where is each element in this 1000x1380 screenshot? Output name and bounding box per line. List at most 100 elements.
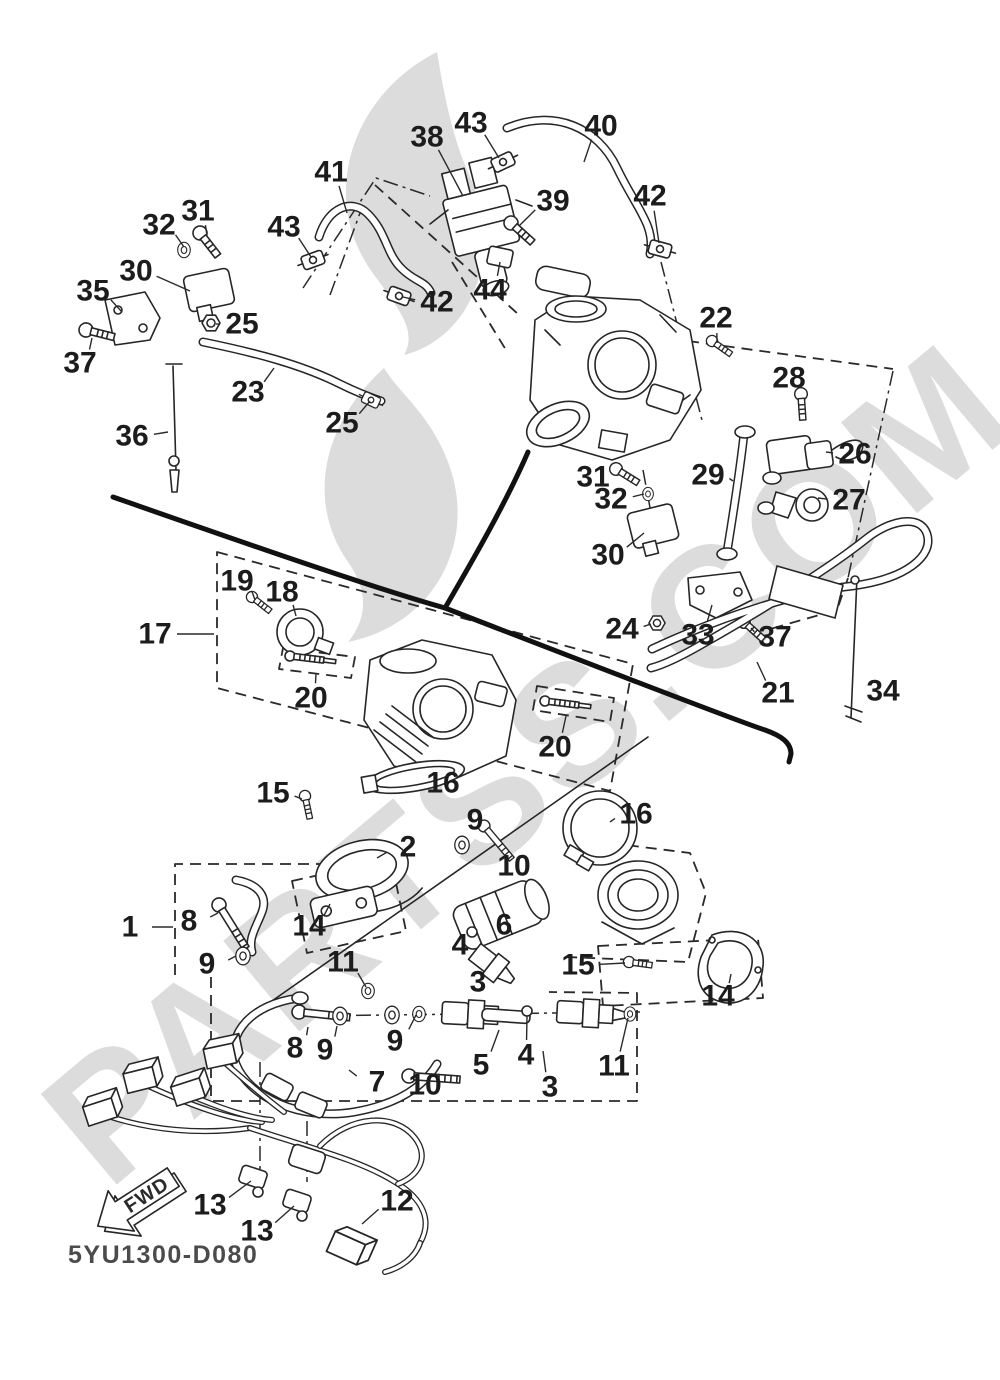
part-washer-9-left <box>235 946 251 966</box>
part-oring-4-top <box>466 926 478 938</box>
part-clamp-16-left <box>360 759 466 795</box>
callout-41: 41 <box>314 156 347 189</box>
leader-line-24 <box>643 623 652 628</box>
part-fitting-44 <box>486 245 592 299</box>
leader-line-12 <box>361 1208 380 1225</box>
leader-line-21 <box>756 661 767 681</box>
watermark-flame-upper <box>345 52 484 355</box>
leader-line-36 <box>153 431 169 436</box>
leader-line-2 <box>376 851 388 859</box>
callout-8: 8 <box>181 905 198 938</box>
group-boxes <box>174 177 894 1182</box>
callout-19: 19 <box>220 565 253 598</box>
leader-line-11 <box>619 1017 629 1052</box>
leader-line-13 <box>228 1180 252 1198</box>
leader-line-32 <box>632 493 645 498</box>
leader-line-15 <box>599 962 626 966</box>
part-holder-14-left <box>309 885 378 929</box>
leader-line-31 <box>204 225 208 237</box>
callout-30: 30 <box>591 539 624 572</box>
leader-line-9 <box>408 1014 417 1030</box>
callout-26: 26 <box>838 438 871 471</box>
part-bracket-33 <box>687 571 753 619</box>
part-washer-32-right <box>642 486 654 502</box>
leader-line-29 <box>728 477 734 482</box>
part-gasket-14-right <box>697 930 764 1004</box>
callout-9: 9 <box>467 804 484 837</box>
callout-34: 34 <box>866 675 900 708</box>
callout-40: 40 <box>584 110 617 143</box>
callout-38: 38 <box>410 121 443 154</box>
callout-9: 9 <box>317 1034 334 1067</box>
part-hose-23 <box>198 337 386 406</box>
callout-17: 17 <box>138 618 171 651</box>
callout-20: 20 <box>294 682 327 715</box>
leader-line-13 <box>274 1205 295 1224</box>
part-throttle-body-upper <box>525 295 702 461</box>
part-rod-34 <box>844 575 863 723</box>
callout-33: 33 <box>681 619 714 652</box>
leader-line-5 <box>490 1029 500 1052</box>
leader-line-39 <box>518 209 536 227</box>
leader-line-15 <box>294 795 303 800</box>
leader-line-42 <box>653 210 660 244</box>
leader-line-3 <box>542 1050 547 1073</box>
callout-4: 4 <box>452 929 469 962</box>
callout-3: 3 <box>470 966 487 999</box>
leader-line-33 <box>706 604 713 622</box>
part-sensor-30-left <box>182 267 236 323</box>
callout-5: 5 <box>473 1049 490 1082</box>
callout-25: 25 <box>225 308 258 341</box>
callout-42: 42 <box>420 286 453 319</box>
part-oring-4-bottom <box>521 1005 533 1017</box>
callout-36: 36 <box>115 420 148 453</box>
watermark-flame-lower <box>324 368 458 642</box>
part-hose-40 <box>502 115 656 259</box>
callout-14: 14 <box>701 980 735 1013</box>
part-valve-27 <box>757 488 829 522</box>
callout-4: 4 <box>518 1039 535 1072</box>
callout-7: 7 <box>369 1066 386 1099</box>
leader-line-32 <box>174 234 185 248</box>
callout-1: 1 <box>122 911 139 944</box>
part-clamp-13-b <box>282 1188 312 1222</box>
part-washer-32-left <box>177 241 191 259</box>
part-elbow-hose-1 <box>231 875 269 957</box>
group-box-right-bottom <box>769 577 849 630</box>
assoc-line-38-a <box>374 184 519 315</box>
leader-line-40 <box>583 139 593 163</box>
leader-line-11 <box>357 972 367 988</box>
leader-line-9 <box>334 1025 338 1037</box>
part-harness-12 <box>79 1032 429 1275</box>
callout-31: 31 <box>181 195 214 228</box>
callout-11: 11 <box>598 1050 630 1083</box>
callout-20: 20 <box>538 731 571 764</box>
part-washer-9-a <box>332 1006 348 1026</box>
part-nut-25-left <box>201 314 221 332</box>
part-clamp-16-right <box>562 790 638 872</box>
leader-line-27 <box>817 497 828 500</box>
part-injector-3-top <box>467 942 516 985</box>
callout-44: 44 <box>473 274 507 307</box>
leader-line-23 <box>263 367 275 383</box>
callout-25: 25 <box>325 407 358 440</box>
callout-13: 13 <box>193 1189 226 1222</box>
callout-16: 16 <box>619 798 652 831</box>
leader-line-35 <box>110 299 123 313</box>
part-bolt-15-right <box>622 955 654 972</box>
part-solenoid-38 <box>429 156 533 297</box>
part-washer-9-top <box>454 835 470 855</box>
group-box-20-left <box>278 647 356 679</box>
callout-9: 9 <box>387 1025 404 1058</box>
assoc-line-41 <box>302 177 431 289</box>
callout-22: 22 <box>699 302 732 335</box>
callout-10: 10 <box>408 1069 441 1102</box>
leader-line-8 <box>305 1026 309 1036</box>
callout-9: 9 <box>199 948 216 981</box>
callout-35: 35 <box>76 275 109 308</box>
part-valve-26 <box>762 434 864 485</box>
leader-line-30 <box>626 532 645 548</box>
leader-line-37 <box>88 337 93 350</box>
